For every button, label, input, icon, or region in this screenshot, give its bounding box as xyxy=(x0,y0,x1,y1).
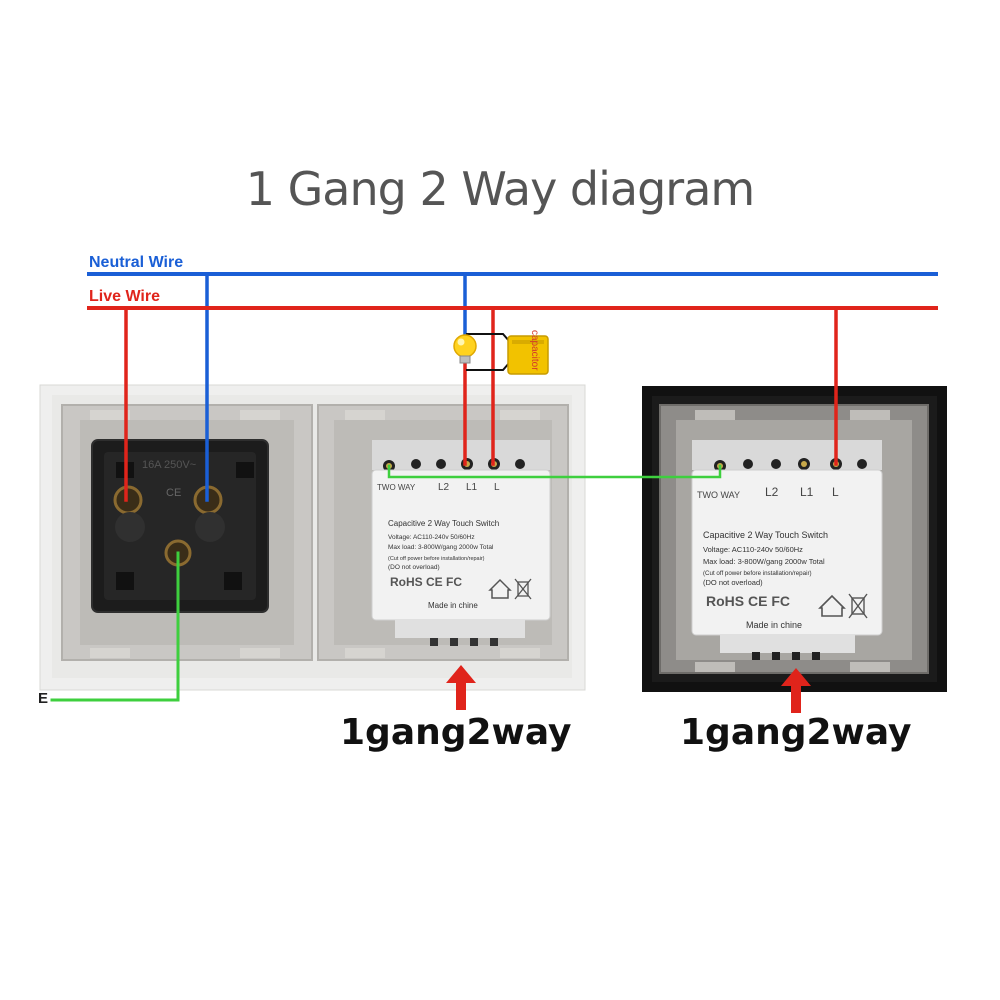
switch-module-right: TWO WAY L2 L1 L Capacitive 2 Way Touch S… xyxy=(691,440,883,660)
right-cert-marks: RoHS CE FC xyxy=(706,593,790,609)
left-voltage: Voltage: AC110-240v 50/60Hz xyxy=(388,534,475,541)
left-terminal-twoway: TWO WAY xyxy=(377,483,416,492)
bulb-icon xyxy=(453,334,477,364)
right-terminal-l: L xyxy=(832,485,839,499)
live-wire-label: Live Wire xyxy=(89,288,160,305)
capacitor-lead-bottom xyxy=(466,360,512,371)
right-note-power: (Cut off power before installation/repai… xyxy=(703,570,812,577)
recycle-house-icon xyxy=(488,578,512,599)
left-terminal-l: L xyxy=(494,482,500,493)
earth-wire xyxy=(50,551,180,702)
caption-left-switch: 1gang2way xyxy=(340,712,572,753)
right-product-name: Capacitive 2 Way Touch Switch xyxy=(703,530,828,540)
capacitor-icon xyxy=(507,335,549,375)
left-terminal-l2: L2 xyxy=(438,482,450,493)
socket-rating: 16A 250V~ xyxy=(142,459,196,471)
weee-bin-icon xyxy=(848,593,868,619)
capacitor-label: capacitor xyxy=(529,330,540,371)
left-terminal-l1: L1 xyxy=(466,482,478,493)
left-note-overload: (DO not overload) xyxy=(388,564,440,571)
arrow-up-icon xyxy=(781,668,811,713)
right-max-load: Max load: 3-800W/gang 2000w Total xyxy=(703,557,825,566)
left-made-in: Made in chine xyxy=(428,601,478,610)
right-terminal-l2: L2 xyxy=(765,485,779,499)
weee-bin-icon xyxy=(514,578,532,600)
two-way-link-wire xyxy=(387,464,722,479)
wires xyxy=(50,272,938,702)
recycle-house-icon xyxy=(818,594,846,617)
right-made-in: Made in chine xyxy=(746,620,802,630)
left-product-name: Capacitive 2 Way Touch Switch xyxy=(388,519,499,528)
socket-ce-mark: CE xyxy=(166,487,181,499)
right-note-overload: (DO not overload) xyxy=(703,578,763,587)
right-terminal-twoway: TWO WAY xyxy=(697,490,740,500)
schuko-socket: 16A 250V~ CE xyxy=(91,439,269,613)
arrow-up-icon xyxy=(446,665,476,710)
right-terminal-l1: L1 xyxy=(800,485,814,499)
switch-module-left: TWO WAY L2 L1 L Capacitive 2 Way Touch S… xyxy=(371,440,551,646)
diagram-title: 1 Gang 2 Way diagram xyxy=(245,162,755,216)
left-cert-marks: RoHS CE FC xyxy=(390,575,462,589)
right-voltage: Voltage: AC110-240v 50/60Hz xyxy=(703,545,803,554)
left-max-load: Max load: 3-800W/gang 2000w Total xyxy=(388,544,494,551)
earth-wire-label: E xyxy=(38,690,49,707)
caption-right-switch: 1gang2way xyxy=(680,712,912,753)
left-note-power: (Cut off power before installation/repai… xyxy=(388,556,485,562)
neutral-wire-label: Neutral Wire xyxy=(89,254,184,271)
